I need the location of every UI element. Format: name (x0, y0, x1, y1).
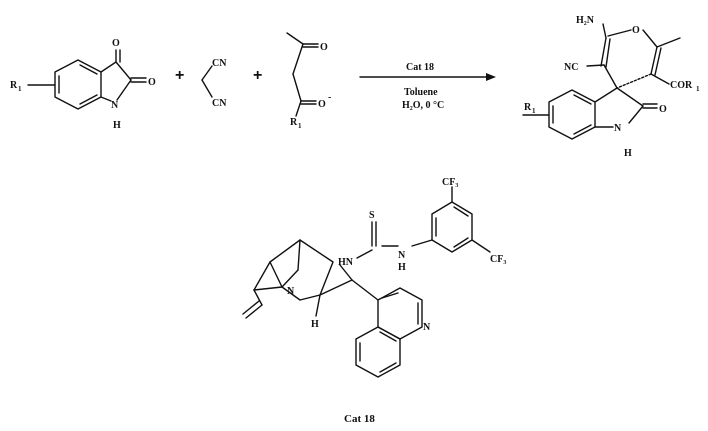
product-nitrogen: N (614, 123, 622, 134)
catalyst-quinuclidine-nitrogen: N (287, 286, 295, 297)
product-ester-group: COR (670, 80, 693, 91)
catalyst-caption: Cat 18 (344, 413, 375, 425)
isatin-hydrogen: H (113, 120, 121, 131)
product-carbonyl-oxygen: O (659, 104, 667, 115)
plus-sign-1: + (175, 67, 184, 84)
dicarbonyl-oxygen-bottom: O (318, 99, 326, 110)
isatin-reactant: O O R 1 N H (10, 38, 156, 131)
catalyst-cf3-right: CF₃ (490, 254, 506, 265)
isatin-nitrogen: N (111, 100, 119, 111)
catalyst-cf3-top: CF₃ (442, 177, 458, 188)
catalyst-hydrogen-label: H (311, 319, 319, 330)
arrow-solvent-label: Toluene (404, 87, 438, 98)
catalyst-quinoline-nitrogen: N (423, 322, 431, 333)
spirooxindole-product: H₂N O NC COR 1 O R 1 N H (522, 15, 700, 159)
product-pyran-oxygen: O (632, 25, 640, 36)
catalyst-hn-label: HN (338, 257, 354, 268)
product-hydrogen: H (624, 148, 632, 159)
isatin-r-group: R (10, 80, 18, 91)
nitrile-top: CN (212, 58, 227, 69)
product-nitrile: NC (564, 62, 578, 73)
nitrile-bottom: CN (212, 98, 227, 109)
arrow-conditions-label: H₂O, 0 °C (402, 100, 444, 111)
catalyst-nh-hydrogen: H (398, 262, 406, 273)
product-r-subscript: 1 (532, 107, 536, 115)
product-r-group: R (524, 102, 532, 113)
product-amine: H₂N (576, 15, 595, 26)
dicarbonyl-r-group: R (290, 117, 298, 128)
product-ester-subscript: 1 (696, 85, 700, 93)
arrow-catalyst-label: Cat 18 (406, 62, 434, 73)
malononitrile-reactant: CN CN (201, 58, 227, 109)
catalyst-structure: CF₃ CF₃ S HN N H N H N (242, 177, 506, 378)
dicarbonyl-r-subscript: 1 (298, 122, 302, 130)
isatin-oxygen-right: O (148, 77, 156, 88)
isatin-r-subscript: 1 (18, 85, 22, 93)
dicarbonyl-oxygen-top: O (320, 42, 328, 53)
catalyst-nh-nitrogen: N (398, 250, 406, 261)
dicarbonyl-reactant: O O - R 1 (286, 32, 331, 130)
reaction-arrow: Cat 18 Toluene H₂O, 0 °C (359, 62, 496, 111)
isatin-oxygen-top: O (112, 38, 120, 49)
catalyst-thiourea-sulfur: S (369, 210, 375, 221)
plus-sign-2: + (253, 67, 262, 84)
dicarbonyl-charge: - (328, 92, 331, 103)
